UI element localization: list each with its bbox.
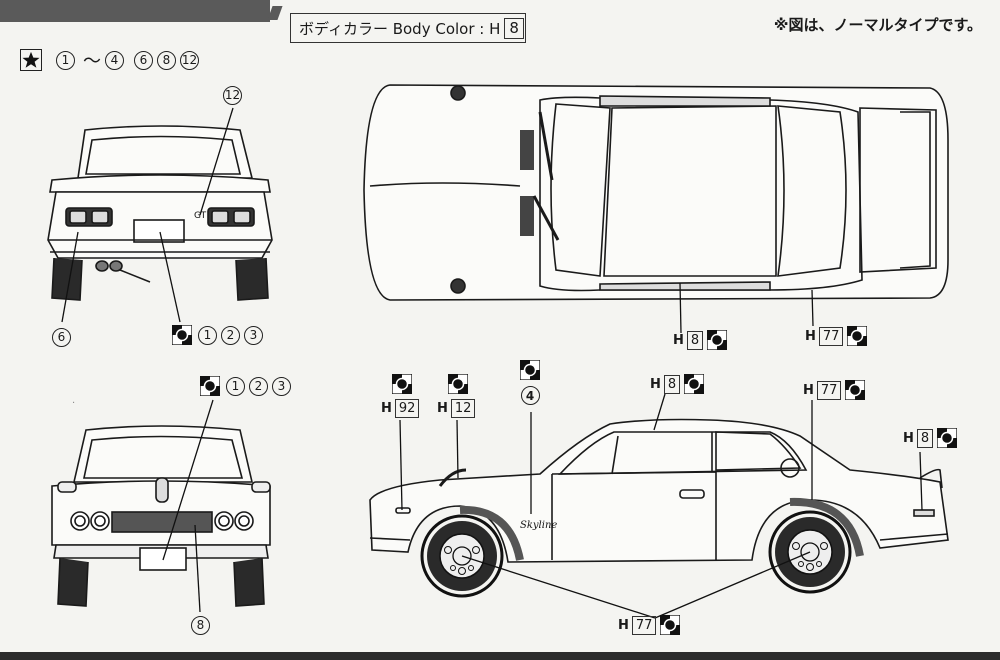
paint-swatch-icon — [392, 374, 413, 394]
paint-code-h77-wheels: H 77 — [618, 615, 681, 635]
paint-prefix: H — [618, 617, 629, 633]
paint-swatch-icon — [847, 326, 868, 346]
paint-swatch-icon — [707, 330, 728, 350]
paint-swatch-icon — [200, 376, 220, 396]
normal-type-note: ※図は、ノーマルタイプです。 — [773, 16, 982, 34]
star-decal-set: 1 ～ 4 6 8 12 — [20, 47, 203, 73]
paint-prefix: H — [437, 401, 448, 416]
decal-number: 6 — [134, 50, 153, 70]
decal-number: 1 — [226, 376, 245, 396]
paint-number: 77 — [631, 615, 657, 635]
paint-prefix: H — [805, 328, 816, 344]
top-view-drawing — [363, 84, 949, 301]
paint-swatch-icon — [937, 428, 958, 448]
rear-view-drawing: GT — [47, 125, 273, 301]
decal-number: 3 — [272, 376, 291, 396]
paint-prefix: H — [803, 382, 814, 398]
paint-code-h8-roof: H 8 — [650, 374, 705, 394]
paint-number: 8 — [686, 330, 704, 350]
paint-swatch-icon — [448, 374, 469, 394]
side-view-drawing: Skyline — [369, 418, 949, 563]
paint-number: 8 — [663, 374, 681, 394]
decal-number: 8 — [157, 50, 176, 70]
decal-number: 12 — [180, 50, 199, 70]
range-tilde: ～ — [83, 51, 101, 72]
callout-rear-12: 12 — [223, 84, 246, 105]
callout-number: 12 — [223, 85, 242, 105]
decal-number: 1 — [198, 325, 217, 345]
footer-bar — [0, 652, 1000, 660]
rear-plate-decals: 1 2 3 — [172, 325, 267, 345]
paint-prefix: H — [381, 401, 392, 416]
decal-side-4: 4 — [520, 360, 540, 405]
paint-code-h77-side: H 77 — [803, 380, 866, 400]
callout-number: 4 — [520, 386, 540, 405]
paint-swatch-icon — [520, 360, 540, 380]
callout-number: 8 — [191, 615, 210, 635]
paint-number: 8 — [916, 428, 934, 448]
paint-swatch-icon — [660, 615, 681, 635]
body-color-label: ボディカラー Body Color : H — [299, 19, 501, 38]
paint-swatch-icon — [845, 380, 866, 400]
decal-number: 1 — [56, 50, 75, 70]
paint-number: 12 — [450, 399, 476, 418]
paint-prefix: H — [903, 430, 914, 446]
paint-prefix: H — [650, 376, 661, 392]
callout-number: 6 — [52, 327, 71, 347]
decal-number: 2 — [221, 325, 240, 345]
paint-swatch-icon — [172, 325, 192, 345]
body-color-code: 8 — [504, 17, 524, 39]
paint-number: 77 — [816, 380, 842, 400]
star-icon — [20, 49, 42, 71]
scan-speck: · — [72, 398, 75, 409]
front-view-drawing — [51, 425, 271, 607]
decal-number: 4 — [105, 50, 124, 70]
front-plate-decals: 1 2 3 — [200, 376, 295, 396]
paint-code-h8-top: H 8 — [673, 330, 728, 350]
paint-code-h8-tail: H 8 — [903, 428, 958, 448]
header-bar — [0, 0, 270, 22]
paint-prefix: H — [673, 332, 684, 348]
decal-number: 2 — [249, 376, 268, 396]
paint-number: 77 — [818, 326, 844, 346]
paint-number: 92 — [394, 399, 420, 418]
paint-swatch-icon — [684, 374, 705, 394]
svg-text:GT: GT — [194, 211, 207, 221]
callout-front-8: 8 — [191, 614, 214, 635]
svg-text:Skyline: Skyline — [520, 520, 557, 531]
body-color-box: ボディカラー Body Color : H 8 — [290, 13, 526, 43]
callout-rear-6: 6 — [52, 326, 75, 347]
paint-code-h77-top: H 77 — [805, 326, 868, 346]
decal-number: 3 — [244, 325, 263, 345]
